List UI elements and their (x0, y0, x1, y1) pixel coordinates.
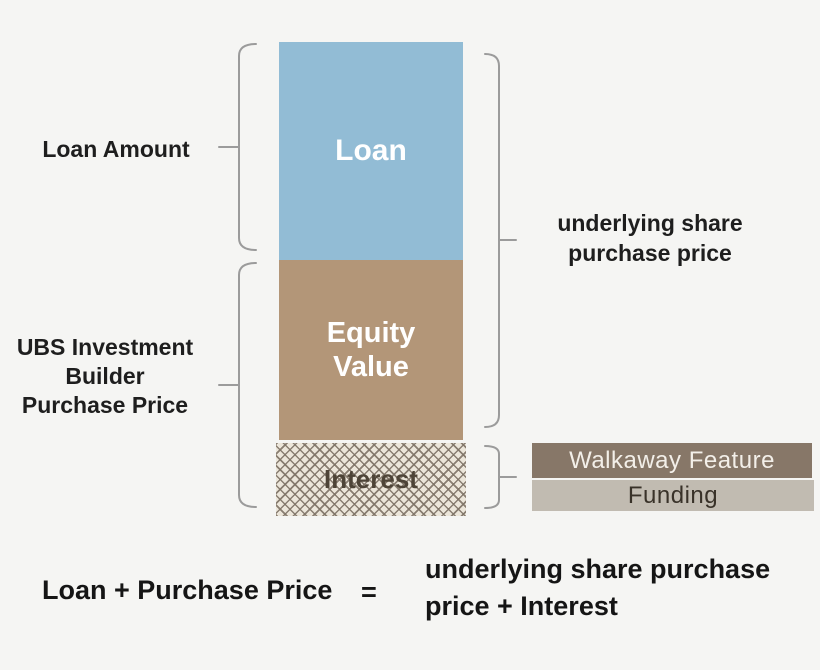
underlying-share-brace (484, 53, 517, 428)
underlying-share-purchase-price-label: underlying share purchase price (557, 210, 743, 266)
ubs-investment-builder-purchase-price-label: UBS Investment Builder Purchase Price (16, 334, 194, 418)
interest-segment: Interest (276, 443, 466, 516)
walkaway-feature-box: Walkaway Feature (532, 443, 812, 478)
interest-segment-label: Interest (324, 464, 418, 494)
formula-left-side: Loan + Purchase Price (42, 575, 333, 605)
purchase-price-brace (218, 262, 257, 508)
loan-amount-label: Loan Amount (42, 136, 190, 162)
equity-value-segment: Equity Value (279, 260, 463, 440)
interest-features-brace (484, 445, 517, 509)
loan-segment-label: Loan (335, 134, 407, 167)
funding-label: Funding (627, 481, 719, 509)
formula-right-side: underlying share purchase price + Intere… (425, 554, 771, 621)
formula-equals-sign: = (361, 577, 377, 607)
equity-value-segment-label: Equity Value (326, 317, 416, 383)
loan-segment: Loan (279, 42, 463, 260)
walkaway-feature-label: Walkaway Feature (569, 446, 775, 474)
funding-box: Funding (532, 480, 814, 511)
loan-amount-brace (218, 43, 257, 251)
